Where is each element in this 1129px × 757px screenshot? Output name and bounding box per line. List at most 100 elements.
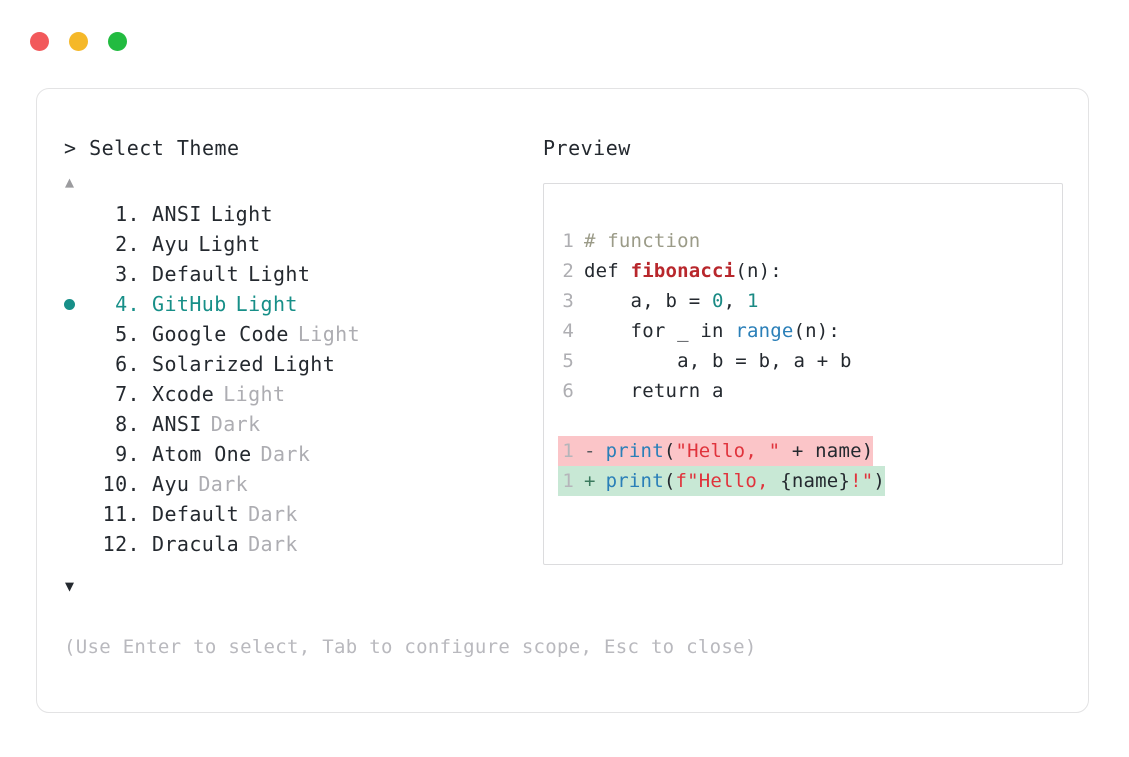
window-maximize-button[interactable]: [108, 32, 127, 51]
diff-line-text: print(f"Hello, {name}!"): [606, 466, 885, 496]
selection-bullet-cell: [64, 499, 96, 529]
diff-line-text: print("Hello, " + name): [606, 436, 874, 466]
code-line-number: 6: [562, 380, 574, 402]
theme-item-name: Ayu: [152, 472, 190, 496]
code-line-text: return a: [584, 376, 724, 406]
diff-line-add: 1 + print(f"Hello, {name}!"): [558, 466, 886, 496]
selection-bullet-cell: [64, 469, 96, 499]
code-token: "Hello, ": [675, 440, 781, 462]
window-traffic-lights: [30, 32, 127, 51]
code-line-number: 4: [562, 320, 574, 342]
code-line-number: 1: [562, 230, 574, 252]
code-token: range: [735, 320, 794, 342]
window-minimize-button[interactable]: [69, 32, 88, 51]
theme-item-number: 2.: [115, 232, 140, 256]
code-token: + name): [780, 440, 874, 462]
code-token: # function: [584, 230, 701, 252]
window-close-button[interactable]: [30, 32, 49, 51]
select-theme-prompt: > Select Theme: [64, 135, 524, 161]
code-line-text: for _ in range(n):: [584, 316, 840, 346]
code-line-text: def fibonacci(n):: [584, 256, 782, 286]
diff-sign: +: [584, 470, 596, 492]
code-line: 4 for _ in range(n):: [558, 316, 1062, 346]
theme-item-number: 1.: [115, 202, 140, 226]
theme-item-variant: Dark: [260, 442, 311, 466]
theme-item-name: Xcode: [152, 382, 215, 406]
theme-item-variant: Light: [210, 202, 273, 226]
preview-label: Preview: [543, 136, 631, 160]
code-token: 1: [746, 290, 759, 312]
theme-list-item[interactable]: 6. Solarized Light: [64, 349, 524, 379]
selection-bullet-cell: [64, 319, 96, 349]
code-line: 1 # function: [558, 226, 1062, 256]
selection-bullet-cell: [64, 199, 96, 229]
code-token: print: [605, 440, 664, 462]
code-token: a, b = b, a + b: [584, 350, 852, 372]
code-line-number: 3: [562, 290, 574, 312]
selection-bullet-cell: [64, 259, 96, 289]
selection-bullet-cell: [64, 379, 96, 409]
theme-list-item[interactable]: 1. ANSI Light: [64, 199, 524, 229]
diff-line-number: 1: [562, 440, 574, 462]
code-line-number: 5: [562, 350, 574, 372]
theme-list-item[interactable]: 2. Ayu Light: [64, 229, 524, 259]
theme-item-name: Dracula: [152, 532, 240, 556]
theme-item-number: 12.: [102, 532, 140, 556]
selection-bullet-cell: [64, 349, 96, 379]
theme-item-variant: Light: [297, 322, 361, 346]
theme-item-name: Ayu: [152, 232, 190, 256]
theme-item-number: 6.: [115, 352, 140, 376]
theme-item-number: 7.: [115, 382, 140, 406]
theme-item-variant: Dark: [248, 532, 298, 556]
code-line: 5 a, b = b, a + b: [558, 346, 1062, 376]
theme-item-name: Solarized: [152, 352, 264, 376]
code-token: (: [663, 470, 676, 492]
theme-item-name: ANSI: [152, 202, 202, 226]
theme-item-name: Default: [152, 262, 240, 286]
scroll-up-icon[interactable]: ▲: [65, 173, 75, 191]
code-line: 2 def fibonacci(n):: [558, 256, 1062, 286]
theme-list-item[interactable]: 12. Dracula Dark: [64, 529, 524, 559]
code-token: {name}: [780, 470, 851, 492]
code-line-number: 2: [562, 260, 574, 282]
selection-bullet-cell: [64, 439, 96, 469]
scroll-down-icon[interactable]: ▼: [65, 577, 75, 595]
theme-item-variant: Dark: [210, 412, 261, 436]
code-token: print: [605, 470, 664, 492]
code-token: ,: [723, 290, 747, 312]
code-token: !": [850, 470, 874, 492]
code-token: ): [873, 470, 886, 492]
code-token: fibonacci: [630, 260, 736, 282]
theme-item-number: 8.: [115, 412, 140, 436]
theme-item-number: 5.: [115, 322, 140, 346]
theme-item-name: GitHub: [152, 292, 227, 316]
theme-item-name: Default: [152, 502, 240, 526]
theme-item-number: 4.: [115, 292, 140, 316]
keyboard-hint: (Use Enter to select, Tab to configure s…: [64, 636, 757, 658]
prompt-caret-icon: >: [64, 136, 77, 160]
diff-sign: -: [584, 440, 596, 462]
theme-item-number: 11.: [102, 502, 140, 526]
code-token: a, b =: [584, 290, 713, 312]
code-blank-line: [558, 406, 1062, 436]
theme-item-variant: Light: [198, 232, 261, 256]
code-line-text: a, b = b, a + b: [584, 346, 852, 376]
theme-item-variant: Light: [272, 352, 336, 376]
code-token: 0: [712, 290, 724, 312]
code-line: 3 a, b = 0, 1: [558, 286, 1062, 316]
diff-line-number: 1: [562, 470, 574, 492]
